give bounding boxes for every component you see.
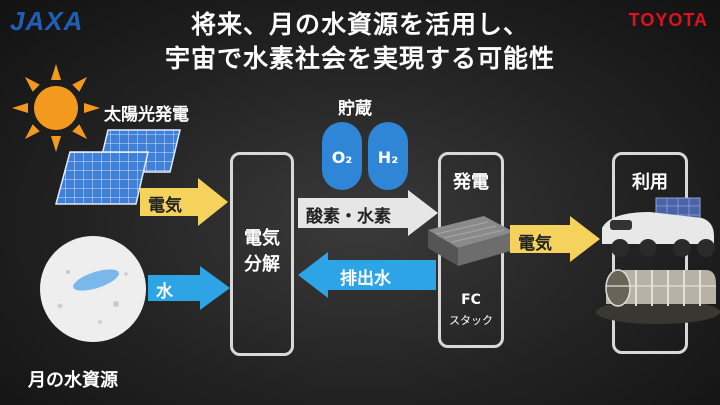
jaxa-logo: JAXA xyxy=(10,6,84,36)
solar-panel-icon xyxy=(55,129,181,205)
electrolysis-box xyxy=(230,152,294,356)
gas-tank-icon xyxy=(322,122,408,190)
fc-stack-image xyxy=(428,216,514,266)
title-line-2: 宇宙で水素社会を実現する可能性 xyxy=(164,44,555,73)
electrolysis-label-2: 分解 xyxy=(244,254,280,275)
gases-arrow xyxy=(298,190,438,236)
electricity-in-arrow xyxy=(140,178,228,226)
storage-label: 貯蔵 xyxy=(338,99,372,119)
fc-stack-label: スタック xyxy=(449,314,493,327)
water-in-label: 水 xyxy=(156,282,173,302)
gases-label: 酸素・水素 xyxy=(306,207,391,227)
water-in-arrow xyxy=(148,266,230,310)
lunar-habitat-image xyxy=(596,269,720,324)
electricity-out-arrow xyxy=(510,216,600,262)
fc-label: FC xyxy=(461,292,481,308)
exhaust-water-label: 排出水 xyxy=(340,269,391,289)
electrolysis-label-1: 電気 xyxy=(244,228,280,249)
toyota-logo: TOYOTA xyxy=(628,10,708,30)
electricity-in-label: 電気 xyxy=(148,196,182,216)
title-line-1: 将来、月の水資源を活用し、 xyxy=(190,10,529,39)
oxygen-tank-label: O₂ xyxy=(331,148,353,167)
usage-label: 利用 xyxy=(632,172,668,193)
generation-label: 発電 xyxy=(453,172,489,193)
moon-water-label: 月の水資源 xyxy=(28,370,118,391)
electricity-out-label: 電気 xyxy=(518,234,552,254)
lunar-rover-image xyxy=(602,197,715,257)
exhaust-water-arrow xyxy=(298,252,436,298)
hydrogen-tank-label: H₂ xyxy=(377,148,399,167)
sun-icon xyxy=(12,64,100,152)
moon-surface-image xyxy=(40,236,146,342)
solar-power-label: 太陽光発電 xyxy=(104,105,189,125)
